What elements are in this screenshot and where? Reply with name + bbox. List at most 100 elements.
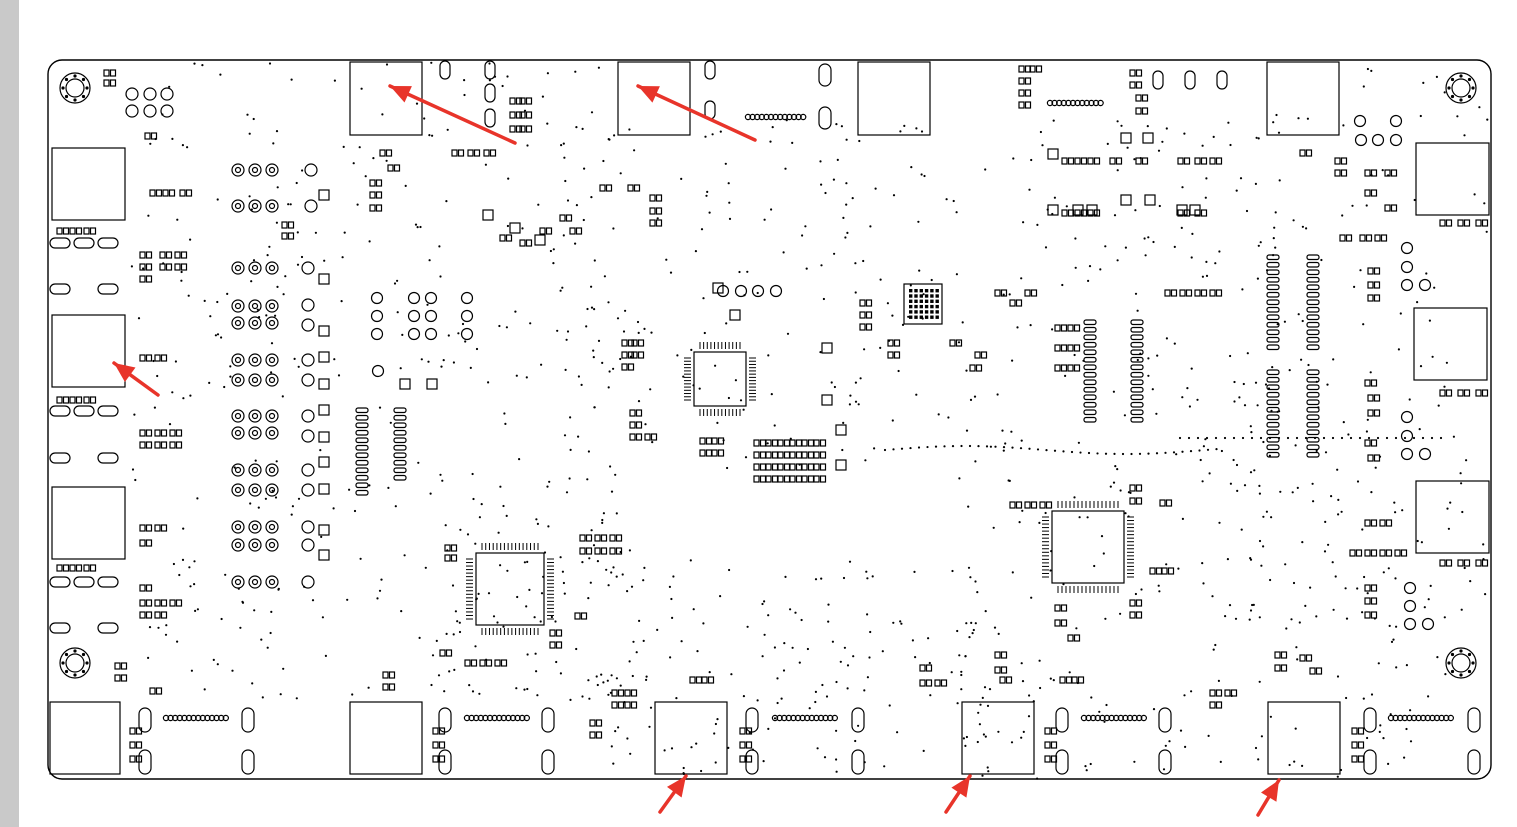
via-dot (863, 761, 866, 764)
mounting-hole-inner (1451, 653, 1471, 673)
via-dot (1196, 398, 1199, 401)
smd-pad (56, 227, 63, 235)
via-dot (448, 670, 451, 673)
via-dot (727, 396, 731, 400)
via-dot (1007, 479, 1010, 482)
smd-pad (145, 584, 153, 592)
via-dot (605, 568, 608, 571)
smd-pad (154, 354, 161, 362)
bga-ball (930, 294, 934, 298)
slotted-hole (49, 622, 71, 634)
smd-pad (525, 111, 533, 119)
via-dot (389, 421, 392, 424)
via-dot (670, 597, 673, 601)
via-dot (866, 613, 869, 616)
smd-pad (865, 299, 873, 307)
via-dot (827, 603, 830, 606)
via-dot (843, 646, 847, 649)
smd-pad (1400, 549, 1408, 557)
via-dot (592, 349, 595, 352)
via-dot (1019, 447, 1023, 450)
via-dot (487, 592, 491, 595)
via-dot (1342, 124, 1345, 127)
smd-pad (1370, 549, 1378, 557)
through-hole-pad (734, 284, 748, 298)
via-dot (1395, 625, 1398, 628)
via-dot (1392, 638, 1395, 641)
via-dot (934, 445, 938, 448)
via-dot (1051, 328, 1054, 331)
pin-column-pad (355, 474, 369, 481)
through-hole-pad (231, 299, 245, 313)
via-dot (1202, 445, 1205, 448)
header-pin (496, 714, 503, 722)
mounting-hole (59, 647, 91, 679)
via-dot (475, 598, 478, 601)
smd-pad (1463, 219, 1471, 227)
pin-column-pad (393, 452, 407, 459)
connector-outline (1266, 61, 1340, 136)
via-dot (1136, 358, 1139, 362)
via-dot (891, 419, 894, 422)
through-hole-drill (268, 202, 276, 210)
via-dot (417, 461, 420, 464)
via-dot (835, 770, 838, 773)
smd-pad (789, 475, 796, 483)
via-dot (1038, 521, 1041, 525)
smd-pad (585, 534, 593, 542)
via-dot (630, 585, 634, 588)
via-dot (161, 113, 164, 116)
square-pad (1047, 148, 1059, 160)
via-dot (616, 317, 620, 320)
via-dot (623, 701, 626, 704)
via-dot (996, 393, 999, 396)
through-hole-drill (234, 264, 242, 272)
smd-pad (1159, 499, 1166, 507)
smd-pad (1177, 209, 1184, 217)
via-dot (521, 227, 524, 230)
through-hole-pad (1400, 410, 1414, 424)
via-dot (592, 544, 596, 547)
via-dot (728, 217, 732, 220)
via-dot (833, 252, 836, 255)
header-pin (1097, 99, 1104, 107)
smd-pad (633, 184, 641, 192)
smd-pad (621, 339, 628, 347)
smd-pad (393, 164, 401, 172)
via-dot (1116, 120, 1119, 123)
through-hole-pad (265, 463, 279, 477)
via-dot (346, 598, 349, 601)
via-dot (1201, 275, 1204, 278)
smd-pad (1054, 364, 1061, 372)
via-dot (610, 571, 613, 574)
via-dot (695, 742, 698, 745)
via-dot (493, 75, 497, 78)
via-dot (1443, 385, 1446, 388)
via-dot (564, 179, 567, 183)
via-dot (1435, 75, 1438, 78)
via-dot (1226, 558, 1229, 561)
smd-pad (1029, 65, 1036, 73)
square-pad (318, 456, 330, 468)
via-dot (1165, 337, 1168, 340)
pin-column-pad (1306, 291, 1320, 298)
via-dot (680, 640, 683, 643)
pin-column-pad (1306, 429, 1320, 436)
through-hole-pad (265, 409, 279, 423)
via-dot (1274, 246, 1277, 249)
via-dot (552, 262, 555, 265)
through-hole-pad (769, 284, 783, 298)
via-dot (1202, 582, 1205, 585)
via-dot (229, 375, 232, 378)
via-dot (1336, 468, 1339, 471)
smd-pad (1018, 89, 1025, 97)
smd-pad (69, 564, 76, 572)
via-dot (515, 374, 518, 377)
via-dot (452, 361, 455, 364)
smd-pad (1177, 157, 1184, 165)
via-dot (368, 484, 371, 487)
connector-outline (51, 147, 126, 221)
via-dot (1112, 390, 1115, 393)
via-dot (719, 130, 722, 133)
smd-pad (1379, 519, 1386, 527)
